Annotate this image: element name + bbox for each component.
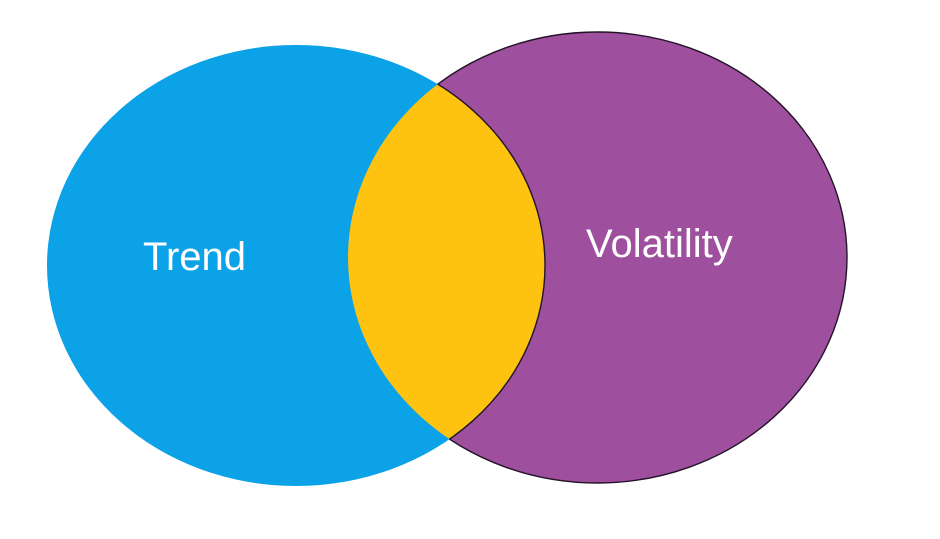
- intersection-lens: [348, 44, 546, 483]
- volatility-label: Volatility: [586, 222, 733, 266]
- trend-label: Trend: [143, 235, 247, 279]
